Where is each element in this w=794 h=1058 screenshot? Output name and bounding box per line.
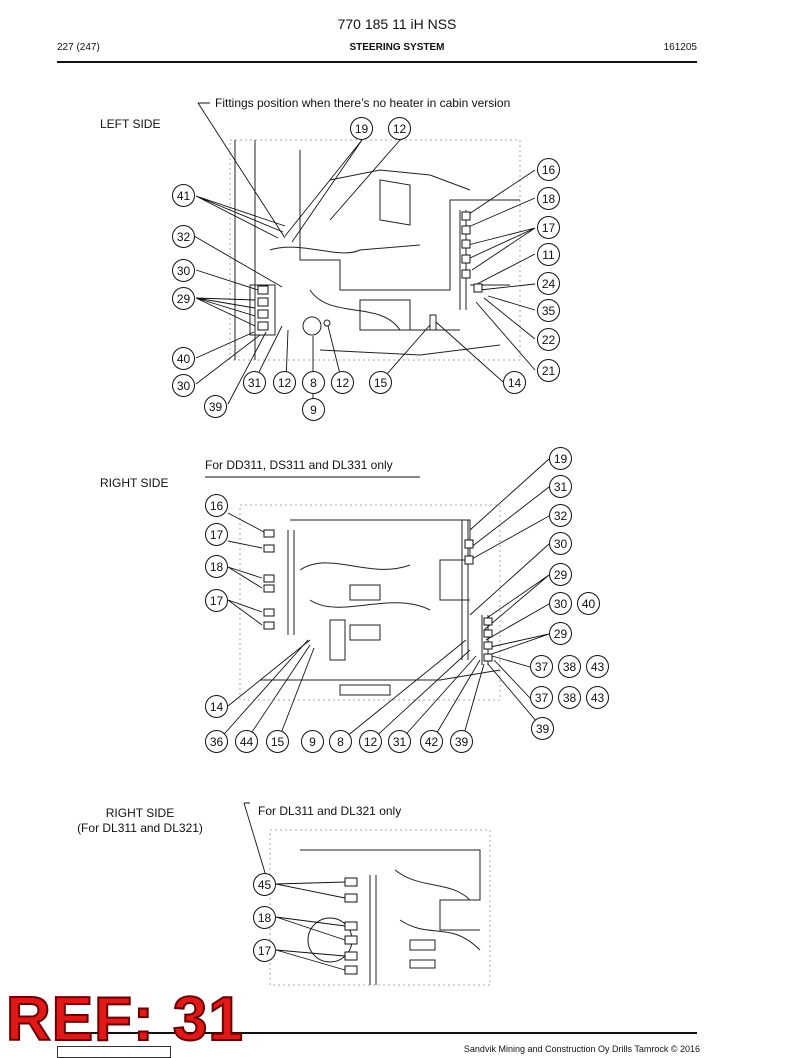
callout: 31	[243, 371, 266, 394]
section-title: STEERING SYSTEM	[349, 42, 445, 53]
left-side-note: Fittings position when there’s no heater…	[215, 96, 511, 110]
callout: 40	[172, 347, 195, 370]
callout: 24	[537, 272, 560, 295]
callout: 30	[172, 259, 195, 282]
callout: 30	[172, 374, 195, 397]
callout: 32	[172, 225, 195, 248]
right-side-note: For DD311, DS311 and DL331 only	[205, 458, 393, 472]
document-date: 161205	[663, 42, 697, 53]
callout: 44	[235, 730, 258, 753]
callout: 29	[549, 622, 572, 645]
callout: 11	[537, 243, 560, 266]
callout: 18	[205, 555, 228, 578]
callout: 31	[549, 475, 572, 498]
callout: 18	[253, 906, 276, 929]
callout: 40	[577, 592, 600, 615]
callout: 43	[586, 655, 609, 678]
callout: 17	[205, 523, 228, 546]
callout: 14	[205, 695, 228, 718]
callout: 45	[253, 873, 276, 896]
right-side-dl-label-line2: (For DL311 and DL321)	[77, 821, 203, 835]
callout: 17	[205, 589, 228, 612]
callout: 9	[302, 398, 325, 421]
callout: 29	[549, 563, 572, 586]
left-side-label: LEFT SIDE	[100, 117, 161, 131]
right-side-dl-drawing	[269, 829, 491, 986]
callout: 14	[503, 371, 526, 394]
callout: 37	[530, 655, 553, 678]
callout: 41	[172, 184, 195, 207]
callout: 17	[253, 939, 276, 962]
callout: 8	[302, 371, 325, 394]
callout: 35	[537, 299, 560, 322]
callout: 38	[558, 686, 581, 709]
callout: 16	[537, 158, 560, 181]
callout: 22	[537, 328, 560, 351]
callout: 21	[537, 359, 560, 382]
callout: 8	[329, 730, 352, 753]
callout: 39	[531, 717, 554, 740]
footer-rule	[57, 1032, 697, 1034]
callout: 42	[420, 730, 443, 753]
document-title: 770 185 11 iH NSS	[337, 16, 457, 32]
right-side-drawing	[239, 504, 501, 701]
callout: 39	[450, 730, 473, 753]
callout: 12	[359, 730, 382, 753]
callout: 15	[266, 730, 289, 753]
page-number: 227 (247)	[57, 42, 100, 53]
callout: 32	[549, 504, 572, 527]
right-side-dl-note: For DL311 and DL321 only	[258, 804, 402, 818]
callout: 15	[369, 371, 392, 394]
right-side-label: RIGHT SIDE	[100, 476, 169, 490]
right-side-dl-label: RIGHT SIDE (For DL311 and DL321)	[60, 806, 220, 836]
right-side-dl-label-line1: RIGHT SIDE	[105, 806, 175, 820]
callout: 31	[388, 730, 411, 753]
callout: 12	[388, 117, 411, 140]
callout: 39	[204, 395, 227, 418]
reference-stamp: REF: 31	[5, 984, 244, 1055]
callout: 18	[537, 187, 560, 210]
callout: 38	[558, 655, 581, 678]
callout: 17	[537, 216, 560, 239]
footer-copyright: Sandvik Mining and Construction Oy Drill…	[463, 1044, 700, 1054]
callout: 36	[205, 730, 228, 753]
callout: 9	[301, 730, 324, 753]
callout: 16	[205, 494, 228, 517]
callout: 29	[172, 287, 195, 310]
callout: 30	[549, 532, 572, 555]
callout: 12	[273, 371, 296, 394]
callout: 19	[549, 447, 572, 470]
callout: 12	[331, 371, 354, 394]
callout: 19	[350, 117, 373, 140]
callout: 37	[530, 686, 553, 709]
callout: 30	[549, 592, 572, 615]
left-side-drawing	[229, 139, 521, 361]
callout: 43	[586, 686, 609, 709]
header-rule	[57, 61, 697, 63]
